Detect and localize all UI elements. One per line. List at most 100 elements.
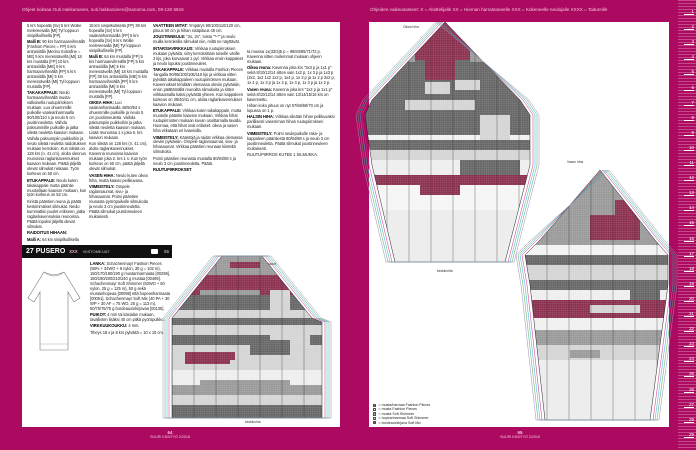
legend-swatch [373, 416, 376, 421]
paragraph-heading: Malli A: [27, 236, 43, 242]
ruler-number: 8 [684, 115, 694, 121]
paragraph-text: 64 krs mustalla [FP] 5 krs harmaanvihreä… [89, 54, 149, 99]
legend-label: = musta Soft Shimmer [378, 411, 415, 416]
ruler-number: 2 [684, 24, 694, 31]
paragraph: VAATTEEN MITAT: Ympärys 90/100/110/120 c… [153, 24, 243, 34]
legend-label: = hopeanharmaa Soft Shimmer [378, 416, 429, 421]
paragraph-heading: Oikea reuna: [247, 65, 273, 71]
text-column-4: ta muissa 1x(33/3)5 p = 98/83/85/71/72 p… [247, 50, 335, 242]
paragraph-text: Luo vaaleanharmaalla 46/50/54 s ohuemmil… [89, 100, 146, 140]
pattern-title-bar: 27 PUSERO xxx VIISTOMEIJAT 55 [22, 245, 172, 258]
paragraph: RUUTUPIIRROS KUTEE 1 SILMUKKA. [247, 152, 335, 158]
ruler-number: 6 [684, 85, 694, 91]
paragraph: Kiristä pääntien reuna ja päätä keskimmä… [27, 198, 87, 230]
chart-label-sleeve-center: keskikohta [437, 269, 453, 273]
paragraph-heading: LANKA: [90, 262, 107, 266]
ruler-number: 3 [684, 39, 694, 46]
chart-legend: = musta/harmaa Fashion Pieces= musta Fas… [373, 403, 430, 425]
ruler-number: 22 [684, 326, 694, 333]
paragraph-heading: Malli B: [89, 54, 105, 60]
paragraph: TAKAKAPPALE: Virkkaa mustalla Fashion Pi… [153, 67, 243, 108]
paragraph: Kun sileää on 128 krs (n. 41 cm), aloita… [89, 141, 149, 172]
paragraph-text: Vaihda paksumpiin puikkoihin ja neulo si… [27, 136, 87, 177]
paragraph-heading: HALSIN HIHA: [247, 114, 276, 120]
paragraph-text: Hihan koko pituus on nyt 67/68/69/70 cm … [247, 103, 324, 113]
paragraph: INTARSIAVIRKKAUS: Virkkaa ruutupiirrokse… [153, 45, 243, 67]
page-ruler [678, 0, 696, 450]
paragraph-text: 4 mm tai käsialan mukaan, tavallisten li… [90, 312, 165, 322]
paragraph-text: Ompele raglansaumat, sivu- ja hihasaumat… [89, 184, 148, 219]
ruler-number: 4 [684, 54, 694, 61]
legend-item: = hopeanharmaa Soft Shimmer [373, 416, 430, 420]
paragraph-text: Kun sileää on 128 krs (n. 41 cm), aloita… [89, 141, 148, 172]
legend-swatch [373, 412, 376, 416]
ruler-number: 9 [684, 130, 694, 136]
ruler-number: 26 [684, 387, 694, 393]
yarn-info: LANKA: Schachenmayr Fashion Pieces (58% … [90, 262, 170, 342]
paragraph: LANKA: Schachenmayr Fashion Pieces (58% … [90, 262, 170, 312]
paragraph: OIKEA HIHA: Luo vaaleanharmaalla 46/50/5… [89, 100, 149, 141]
paragraph: ETUKAPPALE: Virkkaa kuten takakappale, m… [153, 108, 243, 134]
paragraph-text: Neulo kuten oikea hiha, mutta kaavio pei… [89, 172, 148, 183]
ruler-number: 27 [684, 402, 694, 408]
chart-label-right-sleeve: Oikea hiha [403, 25, 419, 29]
paragraph: VASEN HIHA: Neulo kuten oikea hiha, mutt… [89, 172, 149, 184]
paragraph-heading: PUIKOT: [90, 312, 108, 318]
ruler-number: 21 [684, 311, 694, 317]
paragraph-heading: RUUTUPIIRROKSET [153, 167, 192, 173]
ruler-number: 29 [684, 432, 694, 438]
paragraph: Vaihda paksumpiin puikkoihin ja neulo si… [27, 137, 87, 177]
paragraph: Hihan koko pituus on nyt 67/68/69/70 cm … [247, 103, 335, 114]
ruler-number: 10 [684, 145, 694, 151]
page-number-left: 64 [167, 430, 173, 435]
ruler-number: 16 [684, 236, 694, 242]
ruler-number: 13 [684, 190, 694, 197]
paragraph: RAIDOITUS HIHAAN: [27, 230, 87, 236]
paragraph-text: Virkkaa kuten takakappale, mutta muotoil… [153, 108, 242, 134]
paragraph: Malli A: 64 krs sinipilkullisella [FP] 5… [27, 236, 87, 242]
paragraph-text: 18 krs sinipilkullisella [FP] 38 krs hop… [89, 24, 147, 53]
paragraph-text: Virkkaa sileään hihan peilikuvaksi paril… [247, 114, 335, 130]
paragraph: PUIKOT: 4 mm tai käsialan mukaan, tavall… [90, 312, 170, 323]
paragraph-text: Ympärys 90/100/110/120 cm, pituus 60 cm … [153, 24, 241, 33]
paragraph-text: Kavenna joka krs "1x2 p ja 1x1 p" sekä 8… [247, 86, 333, 102]
paragraph: Malli B: 64 krs mustalla [FP] 5 krs harm… [89, 54, 149, 100]
paragraph-heading: OIKEA HIHA: [89, 100, 115, 106]
text-column-2: 18 krs sinipilkullisella [FP] 38 krs hop… [89, 24, 149, 242]
paragraph-text: Tiheys 18 s ja 8 krs pylväitä = 10 x 10 … [90, 329, 164, 335]
paragraph-text: Schachenmayr Fashion Pieces (58% + 34WO … [90, 262, 170, 311]
paragraph-heading: JOUSTINNEULE: [153, 34, 187, 40]
paragraph-heading: VIIMEISTELY: [247, 130, 274, 136]
paragraph-heading: TAKAKAPPALE: [27, 90, 60, 96]
paragraph-text: Neulo kuten takakappale mutta pääntie mu… [27, 177, 87, 198]
difficulty-level: xxx [69, 249, 78, 255]
legend-label: = bordeauxkirjava Soft Mix [378, 420, 421, 425]
paragraph-text: 4 mm. [128, 323, 140, 329]
ruler-number: 28 [684, 417, 694, 423]
ruler-number: 24 [684, 356, 694, 363]
chart-label-front: Pää- ja takakaava [250, 262, 277, 266]
paragraph-text: Kääntöjä ja raidat virkkaa olemassa olev… [153, 134, 243, 155]
text-column-1: 5 krs hopealla [Sv] 5 krs Wollie meleree… [27, 24, 87, 242]
header-credits: Ohjeet koksaa Outi Hakkarainen, outi.hak… [22, 7, 184, 12]
right-page [369, 22, 669, 427]
paragraph-text: 90 krs harmaanvihreällä [Fashion Pieces … [27, 39, 85, 89]
ruler-number: 25 [684, 371, 694, 378]
paragraph-heading: Vasen reuna: [247, 86, 273, 92]
paragraph: Tiheys 18 s ja 8 krs pylväitä = 10 x 10 … [90, 329, 170, 336]
paragraph: Poimi pääntien reunasta mustalla 80/84/8… [153, 156, 243, 167]
paragraph-heading: RAIDOITUS HIHAAN: [27, 230, 68, 236]
paragraph: Oikea reuna: Kavenna joka krs "3x3 p ja … [247, 65, 335, 86]
legend-swatch [373, 408, 376, 412]
ruler-number: 12 [684, 175, 694, 182]
paragraph-text: Kiristä pääntien reuna ja päätä keskimmä… [27, 198, 86, 229]
ruler-number: 5 [684, 69, 694, 76]
paragraph: ETUKAPPALE: Neulo kuten takakappale mutt… [27, 177, 87, 199]
paragraph-heading: INTARSIAVIRKKAUS: [153, 45, 195, 51]
paragraph: VIIMEISTELY: Ompele raglansaumat, sivu- … [89, 184, 149, 220]
paragraph-heading: ETUKAPPALE: [153, 108, 183, 114]
paragraph-heading: VAATTEEN MITAT: [153, 24, 189, 28]
text-column-3: VAATTEEN MITAT: Ympärys 90/100/110/120 c… [153, 24, 243, 242]
